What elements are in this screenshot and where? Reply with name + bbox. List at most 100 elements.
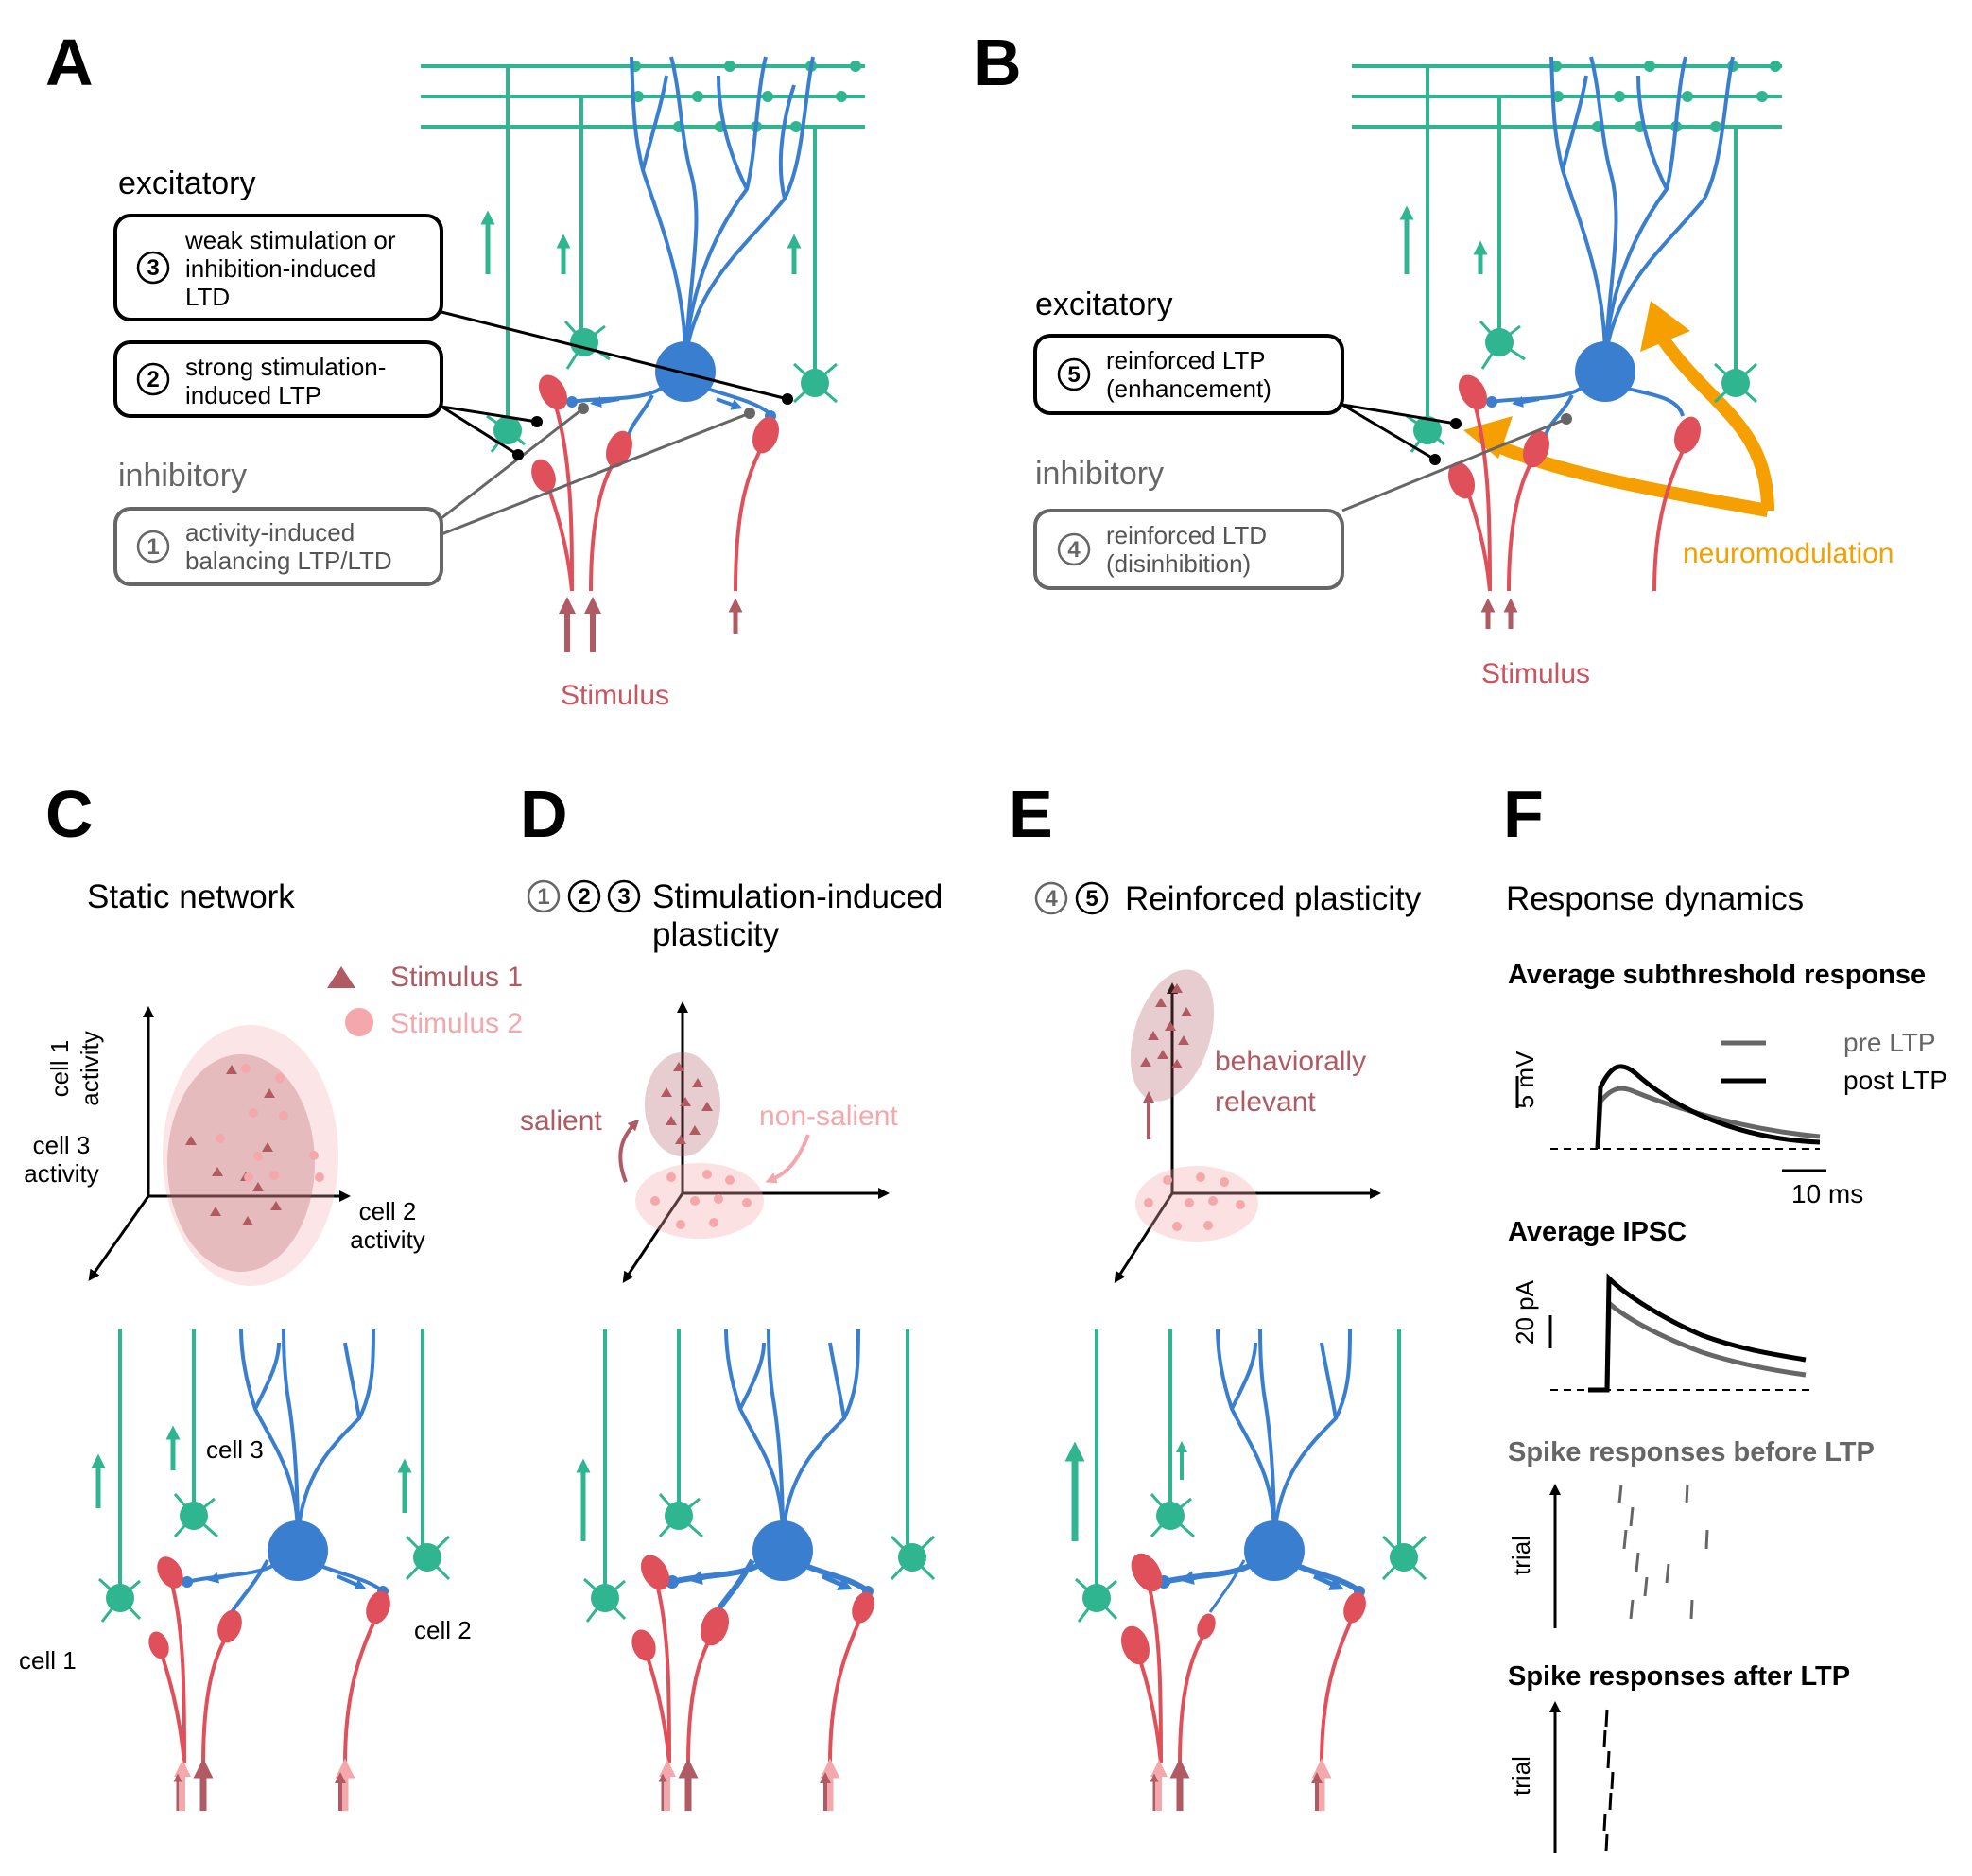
cell3-label: cell 3 [206, 1435, 264, 1464]
title-f: Response dynamics [1506, 880, 1804, 917]
box4-line1: reinforced LTD [1106, 521, 1267, 549]
panel-d: D 1 2 3 Stimulation-induced plasticity s… [520, 777, 943, 1811]
panel-label-f: F [1503, 777, 1544, 851]
box-4 [1033, 509, 1344, 590]
title-c: Static network [87, 878, 295, 915]
pyramidal-dendrites-a [630, 56, 815, 360]
box-3 [113, 214, 443, 321]
box4-line2: (disinhibition) [1106, 549, 1251, 578]
heading-after: Spike responses after LTP [1508, 1661, 1850, 1692]
heading-ipsc: Average IPSC [1508, 1217, 1687, 1247]
trace-pre-sub [1595, 1086, 1821, 1150]
pyramidal-soma-b [1575, 341, 1635, 402]
box3-line3: LTD [185, 283, 230, 311]
circuit-e [1064, 1328, 1427, 1811]
cell1-label: cell 1 [19, 1646, 77, 1675]
stimulus-label-a: Stimulus [561, 680, 669, 711]
panel-label-a: A [45, 26, 94, 99]
legend-pre-ltp: pre LTP [1843, 1028, 1936, 1057]
neuromodulation-arrows [1480, 336, 1774, 517]
box2-line2: induced LTP [185, 381, 321, 409]
trial-label-before: trial [1507, 1536, 1535, 1575]
granule-axons [506, 66, 817, 416]
num-3: 3 [147, 255, 159, 281]
panel-f: F Response dynamics Average subthreshold… [1503, 777, 1947, 1853]
trace-post-sub [1595, 1064, 1821, 1150]
legend-stimulus-2: Stimulus 2 [390, 1008, 523, 1039]
box5-line2: (enhancement) [1106, 374, 1271, 403]
excitatory-label-a: excitatory [118, 165, 256, 201]
box3-line2: inhibition-induced [185, 254, 376, 283]
box2-line1: strong stimulation- [185, 353, 386, 381]
num-5: 5 [1067, 362, 1080, 388]
cluster-stimulus-1-c [167, 1054, 315, 1272]
heading-subthreshold: Average subthreshold response [1508, 960, 1926, 990]
interneuron-a-2 [493, 416, 522, 444]
scale-ms: 10 ms [1791, 1179, 1863, 1208]
panel-a: A [45, 26, 865, 711]
salient-label: salient [520, 1105, 602, 1137]
legend-circle [345, 1008, 373, 1036]
cluster-relevant [1130, 969, 1215, 1102]
inhibitory-label-a: inhibitory [118, 458, 247, 494]
panel-label-d: D [520, 777, 568, 851]
num-4: 4 [1067, 537, 1081, 563]
axis-cell3-l1: cell 3 [33, 1131, 91, 1159]
scale-pa: 20 pA [1511, 1279, 1539, 1345]
raster-before [1617, 1484, 1709, 1620]
inhibitory-label-b: inhibitory [1035, 456, 1164, 492]
axis-cell1-l1: cell 1 [45, 1040, 74, 1098]
panel-label-c: C [45, 777, 94, 851]
box1-line1: activity-induced [185, 518, 355, 547]
num-d-2: 2 [578, 884, 590, 910]
circuit-d [576, 1328, 936, 1811]
neuromodulation-label: neuromodulation [1683, 538, 1894, 569]
points-stimulus-2-c [216, 1064, 324, 1182]
pointers-a [441, 310, 788, 457]
circuit-c: cell 3 cell 1 cell 2 [19, 1328, 472, 1811]
legend-post-ltp: post LTP [1843, 1066, 1947, 1095]
axis-cell2-l1: cell 2 [359, 1197, 417, 1225]
box-2 [113, 340, 443, 418]
fiber-synapses [630, 61, 861, 132]
legend-stimulus-1: Stimulus 1 [390, 962, 523, 993]
box3-line1: weak stimulation or [184, 226, 396, 254]
num-e-5: 5 [1085, 886, 1098, 912]
heading-before: Spike responses before LTP [1508, 1437, 1875, 1468]
trial-label-after: trial [1507, 1756, 1535, 1796]
stimulus-arrows-a [559, 597, 743, 652]
excitatory-arrows [480, 210, 802, 274]
trace-pre-ipsc [1588, 1297, 1807, 1393]
excitatory-label-b: excitatory [1035, 287, 1173, 322]
interneuron-a-3 [801, 369, 829, 397]
pyramidal-soma-a [655, 341, 716, 402]
scale-mv: 5 mV [1511, 1051, 1539, 1108]
stimulus-label-b: Stimulus [1481, 658, 1590, 689]
num-d-3: 3 [617, 884, 630, 910]
title-d-l2: plasticity [652, 916, 780, 953]
box5-line1: reinforced LTP [1106, 346, 1266, 374]
cluster-stimulus-2-c [163, 1025, 338, 1286]
relevant-label-l1: behaviorally [1215, 1046, 1366, 1077]
trace-post-ipsc [1588, 1273, 1807, 1393]
box1-line2: balancing LTP/LTD [185, 547, 392, 575]
axes-d [622, 1001, 890, 1283]
num-e-4: 4 [1045, 886, 1058, 912]
axis-cell2-l2: activity [350, 1225, 424, 1254]
axis-cell3-l2: activity [24, 1159, 98, 1188]
points-stimulus-1-c [185, 1065, 282, 1225]
num-2: 2 [147, 367, 159, 392]
panel-label-b: B [974, 26, 1022, 99]
panel-c: C Static network Stimulus 1 Stimulus 2 c… [19, 777, 523, 1811]
relevant-label-l2: relevant [1215, 1086, 1316, 1118]
box-1 [113, 507, 443, 586]
panel-e: E 4 5 Reinforced plasticity behaviorally… [1009, 777, 1427, 1811]
num-1: 1 [147, 534, 159, 560]
axes-e [1114, 982, 1381, 1284]
non-salient-label: non-salient [759, 1101, 898, 1132]
panel-label-e: E [1009, 777, 1053, 851]
axes-c [88, 1006, 351, 1281]
raster-after [1602, 1709, 1615, 1852]
title-d-l1: Stimulation-induced [652, 878, 943, 915]
